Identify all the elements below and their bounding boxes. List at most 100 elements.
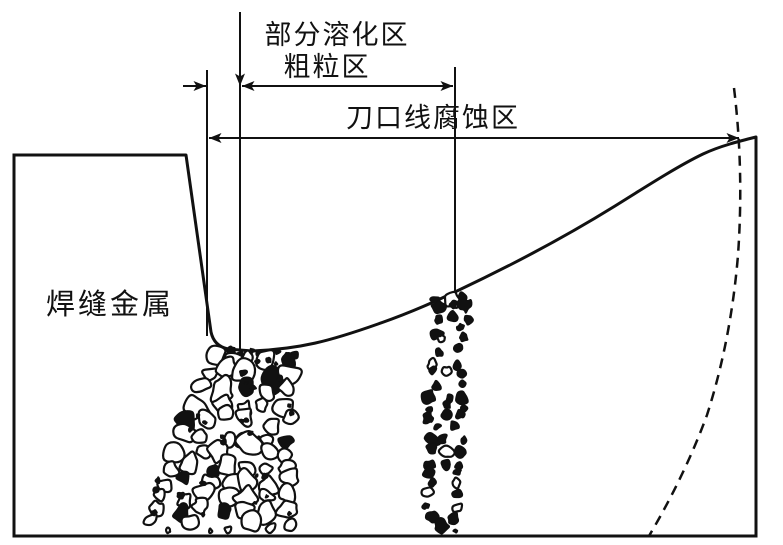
- grain-speck: [455, 322, 465, 332]
- grain-blob: [437, 444, 456, 458]
- grain-blob: [260, 442, 280, 461]
- grain-speck: [460, 435, 468, 446]
- grain-speck: [420, 389, 437, 405]
- grain-speck: [176, 491, 186, 500]
- grain-speck: [257, 435, 261, 439]
- grain-blob: [189, 377, 213, 394]
- grain-speck: [452, 342, 464, 353]
- coarse-grain-zone-label: 粗粒区: [284, 52, 371, 82]
- grain-speck: [254, 358, 261, 365]
- grain-speck: [264, 494, 270, 499]
- grain-speck: [456, 298, 473, 314]
- grain-blob: [240, 509, 263, 533]
- grain-speck: [456, 368, 468, 379]
- grain-speck: [451, 488, 464, 499]
- grain-blob: [264, 522, 277, 535]
- grain-blob: [274, 499, 299, 519]
- grain-speck: [452, 528, 459, 534]
- grain-speck: [437, 433, 448, 445]
- grain-speck: [459, 331, 469, 343]
- grain-speck: [287, 510, 293, 517]
- grain-blob: [254, 397, 269, 413]
- grain-blob: [258, 462, 274, 476]
- grain-speck: [287, 403, 292, 408]
- grain-speck: [425, 442, 438, 455]
- grain-blob: [283, 517, 298, 533]
- grain-blob: [278, 467, 300, 488]
- grain-speck: [243, 381, 249, 386]
- grain-speck: [447, 511, 460, 526]
- grain-blob: [180, 513, 201, 531]
- grain-blob: [162, 460, 181, 478]
- base-metal-outline: [12, 137, 758, 538]
- grain-speck: [199, 480, 207, 487]
- grain-blob: [277, 482, 297, 507]
- grain-blob: [207, 527, 214, 535]
- grain-speck: [421, 502, 431, 510]
- grain-speck: [452, 359, 462, 372]
- grain-speck: [150, 509, 158, 517]
- dashed-boundary-curve: [647, 87, 742, 537]
- grain-blob: [190, 496, 209, 516]
- grain-speck: [454, 444, 467, 459]
- grain-blob: [216, 453, 237, 477]
- partially-melted-zone-label: 部分溶化区: [265, 20, 410, 50]
- grain-speck: [458, 379, 467, 389]
- grain-speck: [430, 299, 447, 315]
- grain-speck: [455, 408, 466, 420]
- grain-blob: [223, 525, 233, 535]
- grain-speck: [452, 467, 462, 476]
- grain-speck: [274, 349, 282, 355]
- grain-speck: [434, 314, 444, 325]
- grain-blob: [262, 417, 280, 436]
- grain-speck: [442, 399, 452, 409]
- grain-blob: [190, 428, 208, 444]
- grain-speck: [200, 511, 206, 518]
- grain-speck: [247, 430, 254, 436]
- grain-speck: [249, 384, 257, 391]
- grain-speck: [454, 461, 464, 470]
- grain-speck: [220, 437, 227, 446]
- grain-speck: [187, 426, 193, 433]
- grain-blob: [178, 450, 199, 476]
- grain-blob: [282, 408, 300, 426]
- grain-speck: [175, 470, 190, 486]
- grain-blob: [277, 377, 295, 397]
- grain-blob: [258, 383, 276, 403]
- grain-speck: [238, 376, 254, 398]
- grain-speck: [261, 472, 269, 480]
- grain-speck: [450, 420, 460, 431]
- grain-speck: [273, 361, 279, 367]
- grain-blob: [236, 467, 259, 494]
- grain-speck: [252, 500, 258, 505]
- grain-blob: [436, 334, 446, 344]
- grain-blob: [420, 486, 435, 498]
- grain-speck: [423, 431, 442, 447]
- grain-speck: [195, 413, 201, 418]
- grain-speck: [276, 374, 284, 383]
- grain-speck: [428, 365, 438, 376]
- grain-blob: [216, 403, 235, 421]
- grain-speck: [427, 477, 437, 488]
- grain-speck: [243, 417, 250, 423]
- grain-speck: [421, 465, 436, 479]
- knife-line-zone-label: 刀口线腐蚀区: [346, 103, 520, 133]
- grain-speck: [213, 463, 218, 469]
- grain-speck: [463, 314, 474, 326]
- grain-blob: [234, 407, 253, 428]
- grain-speck: [431, 379, 442, 391]
- grain-speck: [238, 418, 245, 425]
- grain-blob: [440, 365, 453, 377]
- grain-speck: [440, 408, 453, 421]
- grain-speck: [201, 420, 208, 426]
- grain-speck: [239, 369, 249, 377]
- grain-speck: [434, 517, 451, 535]
- grain-blob: [451, 476, 462, 490]
- grain-speck: [434, 347, 444, 357]
- grain-speck: [277, 435, 295, 450]
- corrosion-band-left: [142, 344, 303, 535]
- grain-speck: [288, 409, 295, 417]
- grain-speck: [219, 434, 226, 440]
